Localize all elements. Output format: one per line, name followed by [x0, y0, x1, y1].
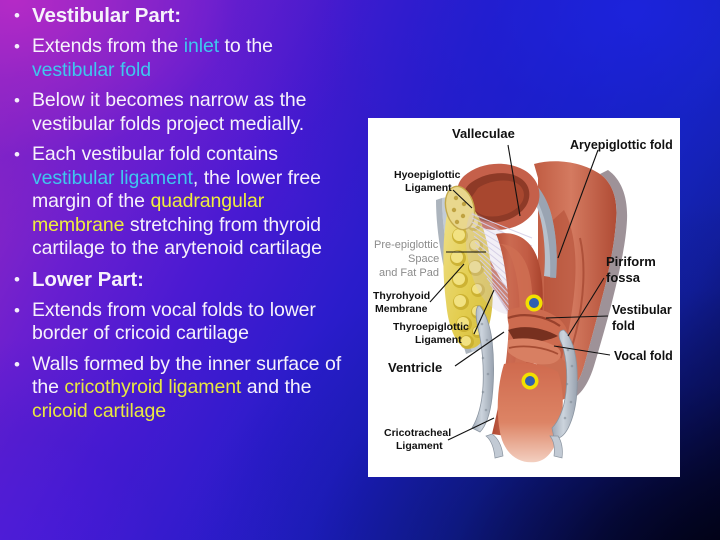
bullet-item-below-becomes-narrow: • Below it becomes narrow as the vestibu…	[0, 89, 352, 136]
larynx-diagram-svg: Valleculae Aryepiglottic fold Hyoepiglot…	[368, 118, 680, 477]
vestibular-fold-edge	[507, 314, 561, 327]
label-thyrohyoid-line1: Thyrohyoid	[373, 290, 430, 302]
label-aryepiglottic-fold: Aryepiglottic fold	[570, 138, 673, 152]
leader-thyrohyoid-membrane	[429, 263, 465, 303]
bullet-marker-icon: •	[14, 6, 20, 25]
text-segment: stretching from thyroid cartilage to the…	[32, 213, 322, 260]
cricotracheal-ring-left	[485, 433, 504, 459]
text-segment: and the	[241, 376, 312, 398]
text-segment: Walls formed by the inner surface of the	[32, 352, 342, 399]
bullet-marker-icon: •	[14, 145, 20, 164]
text-segment: to the	[219, 35, 273, 57]
text-segment-highlight-cricothyroid-ligament: cricothyroid ligament	[64, 376, 242, 398]
leader-hyoepiglottic-ligament	[452, 189, 473, 209]
leader-vestibular-fold	[545, 315, 609, 319]
text-segment: Extends from vocal folds to lower border…	[32, 298, 316, 345]
anatomy-figure-panel: Valleculae Aryepiglottic fold Hyoepiglot…	[368, 118, 680, 477]
hyoepiglottic-ligament-body	[444, 185, 476, 231]
label-thyroepiglottic-line1: Thyroepiglottic	[393, 321, 469, 333]
label-hyoepiglottic-ligament-line2: Ligament	[405, 182, 452, 194]
anatomy-illustration	[436, 161, 628, 463]
bullet-item-lower-part-heading: • Lower Part:	[0, 268, 352, 292]
bullet-text: Each vestibular fold contains vestibular…	[32, 143, 352, 261]
text-segment: Below it becomes narrow as the vestibula…	[32, 89, 307, 135]
vocal-fold	[508, 338, 561, 365]
label-preepiglottic-line2: Space	[408, 253, 439, 265]
text-segment-highlight-inlet: inlet	[183, 35, 220, 57]
label-vocal-fold: Vocal fold	[614, 349, 673, 363]
label-leader-lines	[429, 144, 611, 441]
leader-piriform-fossa	[567, 277, 605, 337]
subglottic-trachea	[497, 362, 563, 463]
bullet-item-extends-from-vocal-folds: • Extends from vocal folds to lower bord…	[0, 299, 352, 346]
leader-aryepiglottic-fold	[557, 149, 599, 259]
thyrohyoid-membrane-shadow	[436, 198, 472, 354]
laryngeal-ventricle	[508, 327, 558, 343]
leader-ventricle	[454, 331, 505, 367]
text-segment-highlight-quadrangular-membrane: quadrangular membrane	[32, 190, 265, 236]
bullet-text: Vestibular Part:	[32, 4, 352, 28]
vestibule-anterior-wall	[500, 244, 533, 412]
text-segment: Vestibular Part:	[32, 4, 181, 27]
leader-valleculae	[507, 144, 521, 217]
vocal-fold-edge	[508, 345, 559, 355]
label-cricotracheal-line2: Ligament	[396, 440, 443, 452]
bullet-marker-icon: •	[14, 37, 20, 56]
label-piriform-line1: Piriform	[606, 254, 656, 269]
cartilage-speckles	[480, 322, 574, 420]
text-segment-highlight-cricoid-cartilage: cricoid cartilage	[32, 399, 166, 422]
bullet-item-walls-formed-by-inner-surface: • Walls formed by the inner surface of t…	[0, 353, 352, 424]
bullet-text: Walls formed by the inner surface of the…	[32, 353, 352, 424]
bullet-text: Extends from vocal folds to lower border…	[32, 299, 352, 346]
bullet-list: • Vestibular Part: • Extends from the in…	[0, 0, 352, 430]
marker-dot-vestibule	[525, 294, 543, 312]
text-segment: , the lower free margin of the	[32, 166, 321, 213]
valleculae-inner	[470, 180, 524, 217]
text-segment-highlight-vestibular-ligament: vestibular ligament	[32, 166, 193, 189]
leader-thyroepiglottic-ligament	[473, 289, 495, 335]
label-piriform-line2: fossa	[606, 270, 641, 285]
bullet-text: Extends from the inlet to the vestibular…	[32, 35, 352, 82]
thyroid-cartilage-right	[551, 329, 578, 439]
bullet-text: Lower Part:	[32, 268, 352, 292]
leader-vocal-fold	[553, 345, 611, 356]
label-vestibular-line1: Vestibular	[612, 303, 672, 317]
bullet-item-vestibular-part-heading: • Vestibular Part:	[0, 4, 352, 28]
text-segment-highlight-vestibular-fold: vestibular fold	[32, 58, 152, 81]
bullet-marker-icon: •	[14, 300, 20, 320]
bullet-marker-icon: •	[14, 354, 20, 374]
pharynx-outer-rim	[564, 170, 628, 400]
label-hyoepiglottic-ligament-line1: Hyoepiglottic	[394, 169, 461, 181]
text-segment: Lower Part:	[32, 267, 144, 291]
cricotracheal-ring-right	[549, 435, 563, 459]
label-thyrohyoid-line2: Membrane	[375, 303, 428, 315]
label-cricotracheal-line1: Cricotracheal	[384, 427, 451, 439]
label-vestibular-line2: fold	[612, 319, 635, 333]
label-preepiglottic-line1: Pre-epiglottic	[374, 239, 439, 251]
bullet-item-each-vestibular-fold-contains: • Each vestibular fold contains vestibul…	[0, 143, 352, 261]
bullet-marker-icon: •	[14, 91, 20, 110]
label-valleculae: Valleculae	[452, 126, 515, 141]
bullet-item-extends-from-inlet: • Extends from the inlet to the vestibul…	[0, 35, 352, 82]
leader-cricotracheal-ligament	[447, 417, 495, 441]
label-ventricle: Ventricle	[388, 360, 442, 375]
label-thyroepiglottic-line2: Ligament	[415, 334, 462, 346]
label-preepiglottic-line3: and Fat Pad	[379, 267, 439, 279]
text-segment: Extends from the	[32, 35, 184, 57]
bullet-marker-icon: •	[14, 269, 20, 289]
bullet-text: Below it becomes narrow as the vestibula…	[32, 89, 352, 136]
hyoepiglottic-speckles	[451, 195, 467, 225]
marker-dot-subglottis	[521, 372, 539, 390]
text-segment: Each vestibular fold contains	[32, 143, 278, 165]
